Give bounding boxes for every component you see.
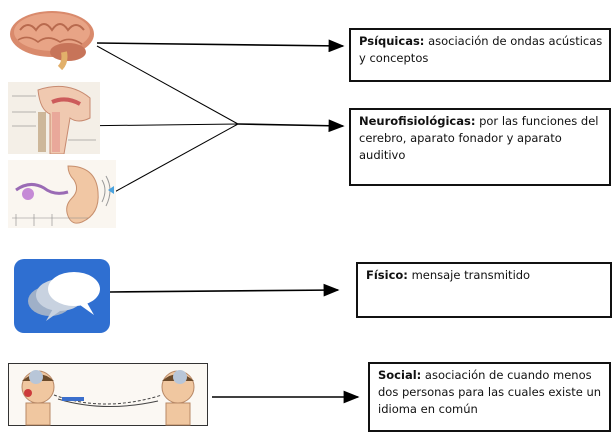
social-box: Social: asociación de cuando menos dos p… xyxy=(368,362,611,432)
social-label: Social: xyxy=(378,368,422,382)
fisico-box: Físico: mensaje transmitido xyxy=(356,262,612,318)
arrow-bubbles-to-fisico xyxy=(109,283,340,297)
arrow-node-to-neuro xyxy=(237,119,345,133)
fisico-text: mensaje transmitido xyxy=(411,268,531,282)
social-text: asociación de cuando menos dos personas … xyxy=(378,368,602,416)
speech-bubbles-icon xyxy=(14,259,110,333)
two-people-talking-icon xyxy=(8,363,208,426)
fisico-label: Físico: xyxy=(366,268,408,282)
line-brain-to-node xyxy=(96,45,239,125)
psiquicas-box: Psíquicas: asociación de ondas acústicas… xyxy=(349,28,611,82)
psiquicas-label: Psíquicas: xyxy=(359,34,425,48)
brain-icon xyxy=(10,11,94,70)
ear-icon xyxy=(8,160,116,228)
neurofisiologicas-text: por las funciones del cerebro, aparato f… xyxy=(359,114,599,162)
neurofisiologicas-box: Neurofisiológicas: por las funciones del… xyxy=(349,108,611,186)
neurofisiologicas-label: Neurofisiológicas: xyxy=(359,114,476,128)
line-ear-to-node xyxy=(99,123,239,201)
psiquicas-text: asociación de ondas acústicas y concepto… xyxy=(359,34,603,65)
arrow-brain-to-psiquicas xyxy=(96,39,345,53)
vocal-tract-icon xyxy=(8,82,100,154)
